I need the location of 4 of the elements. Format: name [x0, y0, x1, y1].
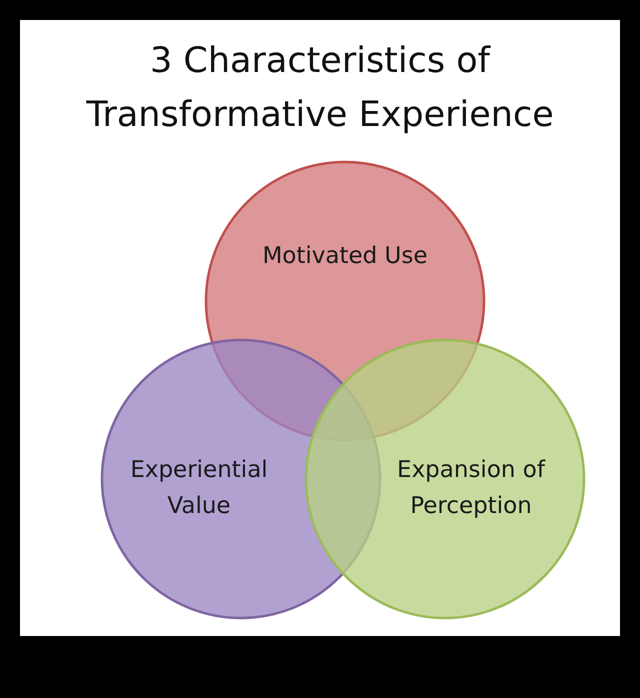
circle-label: Experiential Value: [129, 456, 269, 521]
title: 3 Characteristics of Transformative Experience: [85, 40, 555, 137]
circle-label: Expansion of Perception: [396, 456, 546, 521]
circle-label: Motivated Use: [261, 242, 429, 271]
